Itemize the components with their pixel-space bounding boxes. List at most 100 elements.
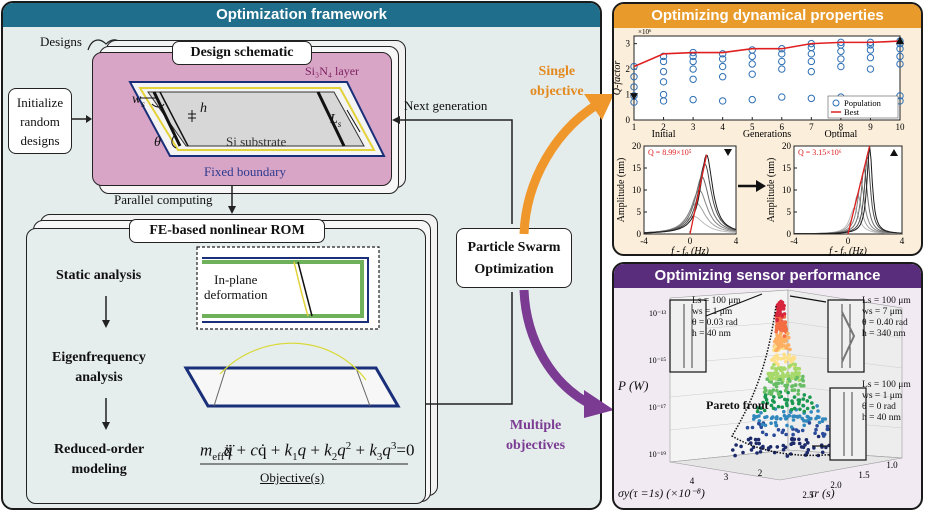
- pareto-point: [774, 336, 779, 341]
- pareto-point: [791, 441, 796, 445]
- pareto-point: [815, 424, 819, 428]
- q-population-point: [659, 90, 668, 99]
- pareto-point: [762, 408, 767, 413]
- pareto-point: [779, 301, 783, 305]
- ws-label: ws: [132, 92, 145, 109]
- parallel-computing-label: Parallel computing: [114, 192, 213, 207]
- init-arrow: [72, 115, 92, 123]
- pareto-point: [779, 327, 783, 332]
- pareto-point: [750, 425, 755, 430]
- pareto-point: [782, 339, 786, 344]
- pareto-point: [780, 344, 784, 348]
- single-objective-arrow: [519, 94, 614, 235]
- pareto-point: [785, 423, 789, 428]
- dynamics-title: Optimizing dynamical properties: [614, 4, 921, 28]
- amp-ytick-label: 5: [787, 207, 792, 217]
- multiple-objectives-arrow: [519, 290, 614, 418]
- pareto-point: [780, 381, 784, 385]
- pareto-point: [757, 419, 762, 423]
- amp-ytick-label: 0: [637, 229, 642, 239]
- pareto-point: [816, 434, 821, 439]
- pareto-point: [760, 422, 765, 427]
- pareto-point: [806, 448, 811, 452]
- pareto-point: [756, 437, 761, 442]
- amp-xtick-label: 0: [688, 236, 693, 246]
- q-population-point: [807, 94, 816, 103]
- pareto-point: [777, 304, 781, 308]
- q-population-point: [748, 46, 756, 54]
- pareto-point: [778, 333, 782, 338]
- pareto-point: [778, 377, 782, 382]
- q-population-point: [659, 67, 668, 76]
- q-xtick-label: 8: [839, 122, 844, 132]
- pareto-point: [790, 384, 795, 388]
- pareto-point: [772, 395, 776, 399]
- initial-to-optimal-arrow: [738, 180, 766, 192]
- q-population-point: [718, 62, 727, 71]
- pareto-point: [745, 425, 750, 430]
- pareto-point: [764, 432, 769, 437]
- pareto-point: [784, 417, 788, 421]
- pareto-point: [769, 403, 774, 408]
- pareto-point: [788, 363, 793, 368]
- sensor-ylabel: P (W): [618, 378, 649, 393]
- pareto-point: [787, 335, 791, 340]
- q-ytick-label: 3: [626, 39, 631, 49]
- pareto-point: [756, 406, 760, 410]
- pareto-ytick-label: 10⁻¹⁹: [649, 450, 667, 459]
- q-population-point: [837, 62, 845, 71]
- pareto-point: [779, 324, 783, 329]
- q-population-point: [630, 73, 638, 81]
- q-xtick-label: 4: [720, 122, 725, 132]
- pareto-point: [798, 407, 802, 412]
- pareto-ytick-label: 10⁻¹⁷: [649, 403, 667, 412]
- q-population-point: [748, 70, 756, 78]
- objective-label: Objective(s): [260, 470, 325, 485]
- pareto-point: [754, 441, 759, 446]
- pareto-point: [784, 327, 788, 332]
- pareto-point: [749, 448, 754, 452]
- pareto-point: [797, 398, 802, 402]
- pareto-point: [814, 427, 818, 432]
- pareto-point: [775, 353, 779, 357]
- amp-q-label: Q = 8.99×10⁵: [648, 148, 692, 157]
- amp-ytick-label: 20: [632, 141, 642, 151]
- pareto-point: [783, 388, 788, 393]
- q-legend-best: Best: [844, 107, 860, 117]
- pareto-ztick-label: 2.5: [802, 490, 814, 500]
- pareto-point: [821, 417, 825, 421]
- pareto-point: [801, 374, 805, 379]
- amp-ytick-label: 10: [632, 185, 642, 195]
- pareto-point: [749, 441, 753, 445]
- step-arrow-2: [102, 398, 110, 430]
- pareto-point: [820, 450, 825, 455]
- pareto-point: [765, 401, 770, 405]
- q-population-point: [630, 62, 638, 71]
- pareto-gridline: [669, 385, 789, 398]
- pareto-point: [779, 374, 783, 379]
- pareto-ytick-label: 10⁻¹⁵: [649, 356, 667, 365]
- si-substrate-label: Si substrate: [226, 134, 287, 149]
- q-xtick-label: 3: [691, 122, 696, 132]
- q-xtick-label: 7: [809, 122, 814, 132]
- design-thumbnail: [829, 387, 867, 461]
- q-population-point: [659, 57, 668, 66]
- pareto-point: [816, 409, 820, 413]
- pareto-point: [741, 450, 745, 455]
- pareto-front-curve: [730, 305, 837, 457]
- pareto-point: [773, 420, 778, 425]
- pareto-point: [802, 423, 806, 428]
- pareto-point: [768, 389, 772, 393]
- pareto-point: [782, 409, 786, 414]
- pareto-point: [801, 397, 806, 401]
- step-arrow-1: [102, 296, 110, 328]
- q-population-point: [807, 67, 816, 76]
- pareto-ytick-label: 10⁻¹³: [649, 309, 667, 318]
- amp-xtick-label: -4: [790, 236, 798, 246]
- q-population-point: [807, 57, 816, 66]
